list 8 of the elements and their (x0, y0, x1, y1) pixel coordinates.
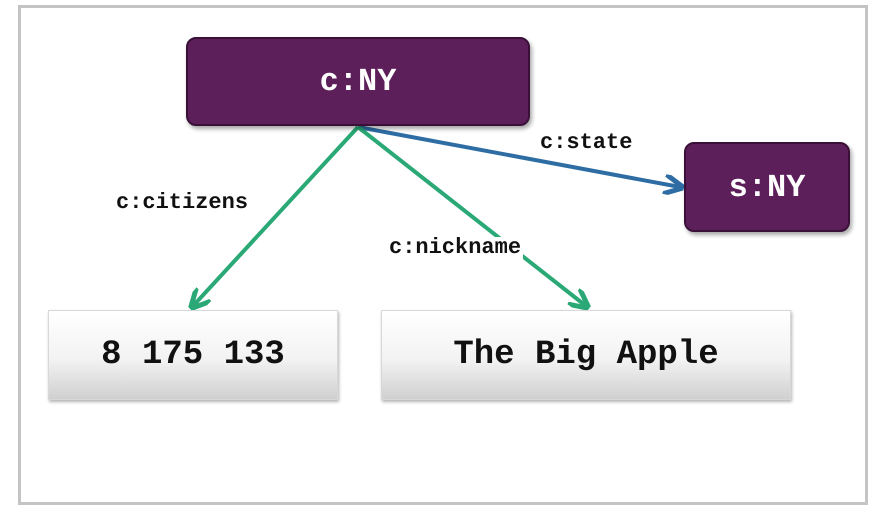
edge-label: c:nickname (387, 237, 524, 259)
arrow (358, 125, 686, 196)
resource-box: c:NY (186, 37, 530, 126)
resource-box: s:NY (684, 142, 850, 232)
arrow (356, 125, 592, 311)
literal-box: The Big Apple (381, 310, 791, 400)
literal-box: 8 175 133 (48, 310, 338, 400)
arrow (188, 126, 360, 312)
